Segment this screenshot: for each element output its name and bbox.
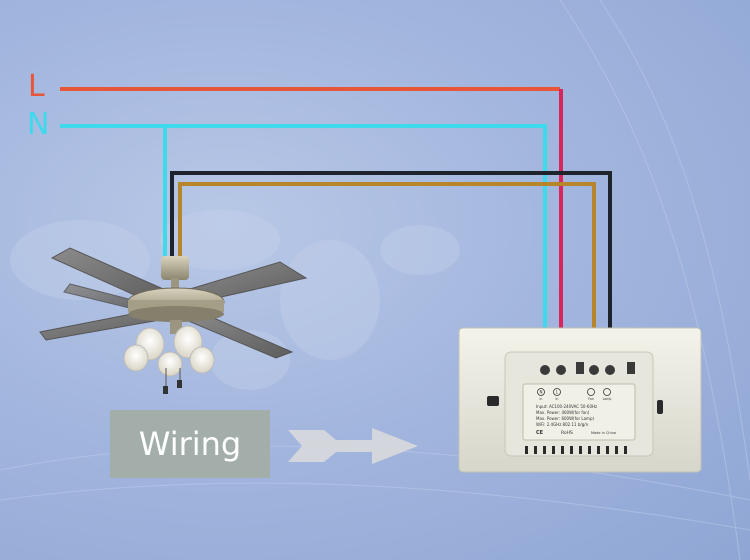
fan-wire (178, 182, 596, 370)
terminal-label-lamp: Lamp (603, 397, 612, 401)
lamp-wire (170, 171, 612, 370)
neutral-wire (60, 124, 547, 370)
terminal-symbol-n: N (540, 390, 543, 395)
terminal-label-fan: Fan (588, 397, 594, 401)
spec-line-input: Input: AC100-240VAC 50-60Hz (536, 404, 597, 409)
vent-slots (525, 446, 627, 454)
terminal-label-l: in (556, 397, 559, 401)
spec-line-fan-power: Max. Power: 400W(for fan) (536, 410, 590, 415)
made-in-label: Made in China (591, 431, 616, 435)
wiring-label-box: Wiring (110, 410, 270, 478)
ceiling-fan-icon (39, 247, 308, 394)
terminal-label-n: in (540, 397, 543, 401)
spec-line-wifi: WiFi: 2.4GHz 802.11 b/g/n (536, 422, 589, 427)
wall-switch-back-icon: N L in in Fan Lamp Input: AC100-240VAC 5… (458, 327, 702, 473)
right-arrow-icon (288, 428, 418, 464)
live-label: L (28, 69, 45, 104)
spec-line-lamp-power: Max. Power: 600W(for Lamp) (536, 416, 594, 421)
cert-mark-rohs: RoHS (561, 430, 573, 436)
cert-mark-ce: CE (536, 430, 544, 436)
terminal-symbol-l: L (556, 390, 559, 395)
terminal-screws (540, 362, 635, 375)
neutral-label: N (27, 107, 50, 142)
